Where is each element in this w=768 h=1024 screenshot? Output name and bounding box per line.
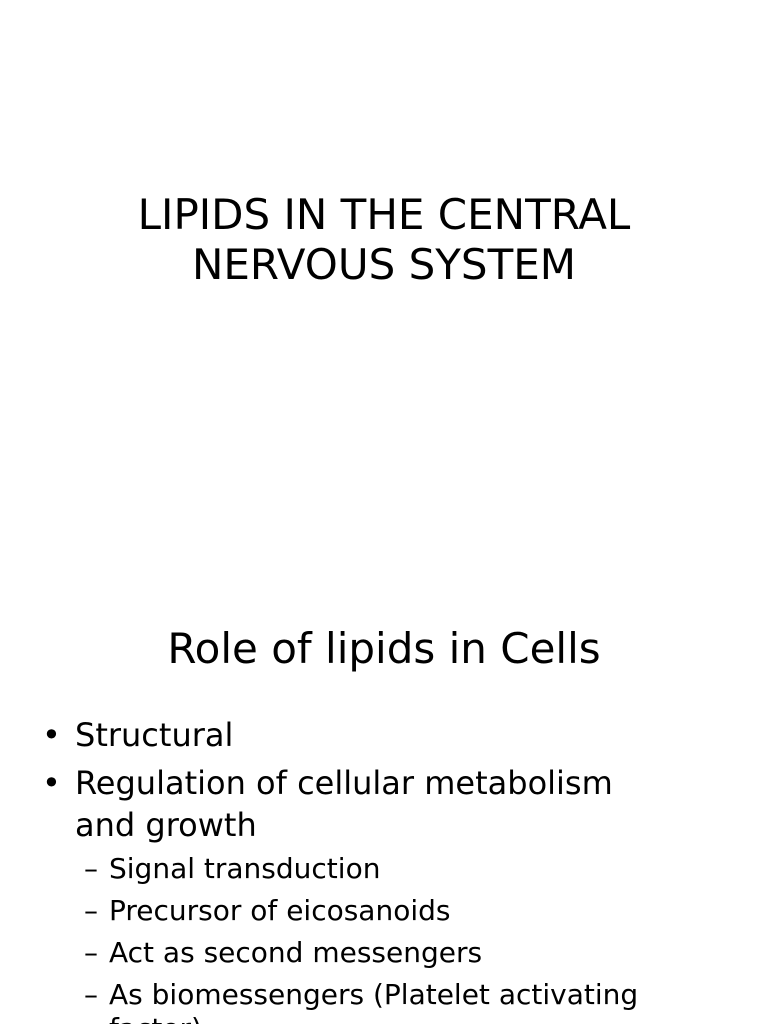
sub-bullet-text: Signal transduction <box>109 852 381 885</box>
content-slide: Role of lipids in Cells • Structural • R… <box>0 576 768 1024</box>
dash-marker: – <box>84 978 98 1011</box>
slide-title-line-2: NERVOUS SYSTEM <box>191 240 577 289</box>
slide-heading: Role of lipids in Cells <box>167 624 601 673</box>
sub-bullet-text: As biomessengers (Platelet activating fa… <box>109 978 639 1024</box>
title-slide: LIPIDS IN THE CENTRAL NERVOUS SYSTEM <box>0 190 768 290</box>
dash-marker: – <box>84 894 98 927</box>
bullet-marker: • <box>42 716 61 754</box>
sub-bullet-group: – Signal transduction – Precursor of eic… <box>0 852 768 1024</box>
sub-bullet-list: – Signal transduction – Precursor of eic… <box>0 852 768 1024</box>
bullet-item-regulation: • Regulation of cellular metabolism and … <box>0 762 768 846</box>
sub-bullet-item-signal-transduction: – Signal transduction <box>0 852 768 886</box>
dash-marker: – <box>84 936 98 969</box>
bullet-marker: • <box>42 764 61 802</box>
sub-bullet-item-second-messengers: – Act as second messengers <box>0 936 768 970</box>
sub-bullet-text: Precursor of eicosanoids <box>109 894 451 927</box>
bullet-text: Structural <box>75 716 234 754</box>
slide-title-line-1: LIPIDS IN THE CENTRAL <box>137 190 631 239</box>
slide-title: LIPIDS IN THE CENTRAL NERVOUS SYSTEM <box>0 190 768 290</box>
sub-bullet-text: Act as second messengers <box>109 936 483 969</box>
bullet-item-structural: • Structural <box>0 714 768 756</box>
bullet-text: Regulation of cellular metabolism and gr… <box>75 764 613 844</box>
dash-marker: – <box>84 852 98 885</box>
sub-bullet-item-biomessengers: – As biomessengers (Platelet activating … <box>0 978 768 1024</box>
sub-bullet-item-eicosanoids: – Precursor of eicosanoids <box>0 894 768 928</box>
bullet-list: • Structural • Regulation of cellular me… <box>0 714 768 1024</box>
